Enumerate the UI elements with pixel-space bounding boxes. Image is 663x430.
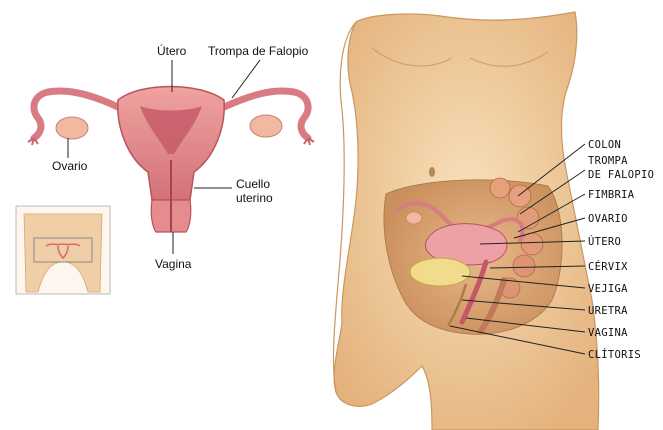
label-trompa-falopio: Trompa de Falopio — [208, 44, 309, 58]
label-colon: COLON — [588, 139, 621, 151]
bladder-lateral — [410, 258, 470, 286]
label-fimbria: FIMBRIA — [588, 189, 635, 201]
label-de-falopio: DE FALOPIO — [588, 169, 654, 181]
label-vejiga: VEJIGA — [588, 283, 628, 295]
right-ovary — [250, 115, 282, 137]
label-utero: Útero — [157, 43, 187, 58]
torso-illustration — [333, 12, 598, 430]
label-clitoris: CLÍTORIS — [588, 348, 641, 361]
label-cuello-line2: uterino — [236, 191, 273, 205]
label-vagina-right: VAGINA — [588, 327, 628, 339]
left-ovary — [56, 117, 88, 139]
label-trompa: TROMPA — [588, 155, 628, 167]
label-cuello-line1: Cuello — [236, 177, 270, 191]
navel — [429, 167, 435, 177]
label-vagina: Vagina — [155, 257, 192, 271]
label-ovario: Ovario — [52, 159, 88, 173]
label-uretra: URETRA — [588, 305, 628, 317]
label-utero-right: ÚTERO — [588, 235, 621, 248]
label-cervix: CÉRVIX — [588, 260, 628, 273]
label-ovario-right: OVARIO — [588, 213, 628, 225]
location-inset-thumbnail — [16, 206, 110, 294]
right-labels: COLON TROMPA DE FALOPIO FIMBRIA OVARIO Ú… — [588, 139, 654, 361]
ovary-lateral — [406, 212, 422, 224]
